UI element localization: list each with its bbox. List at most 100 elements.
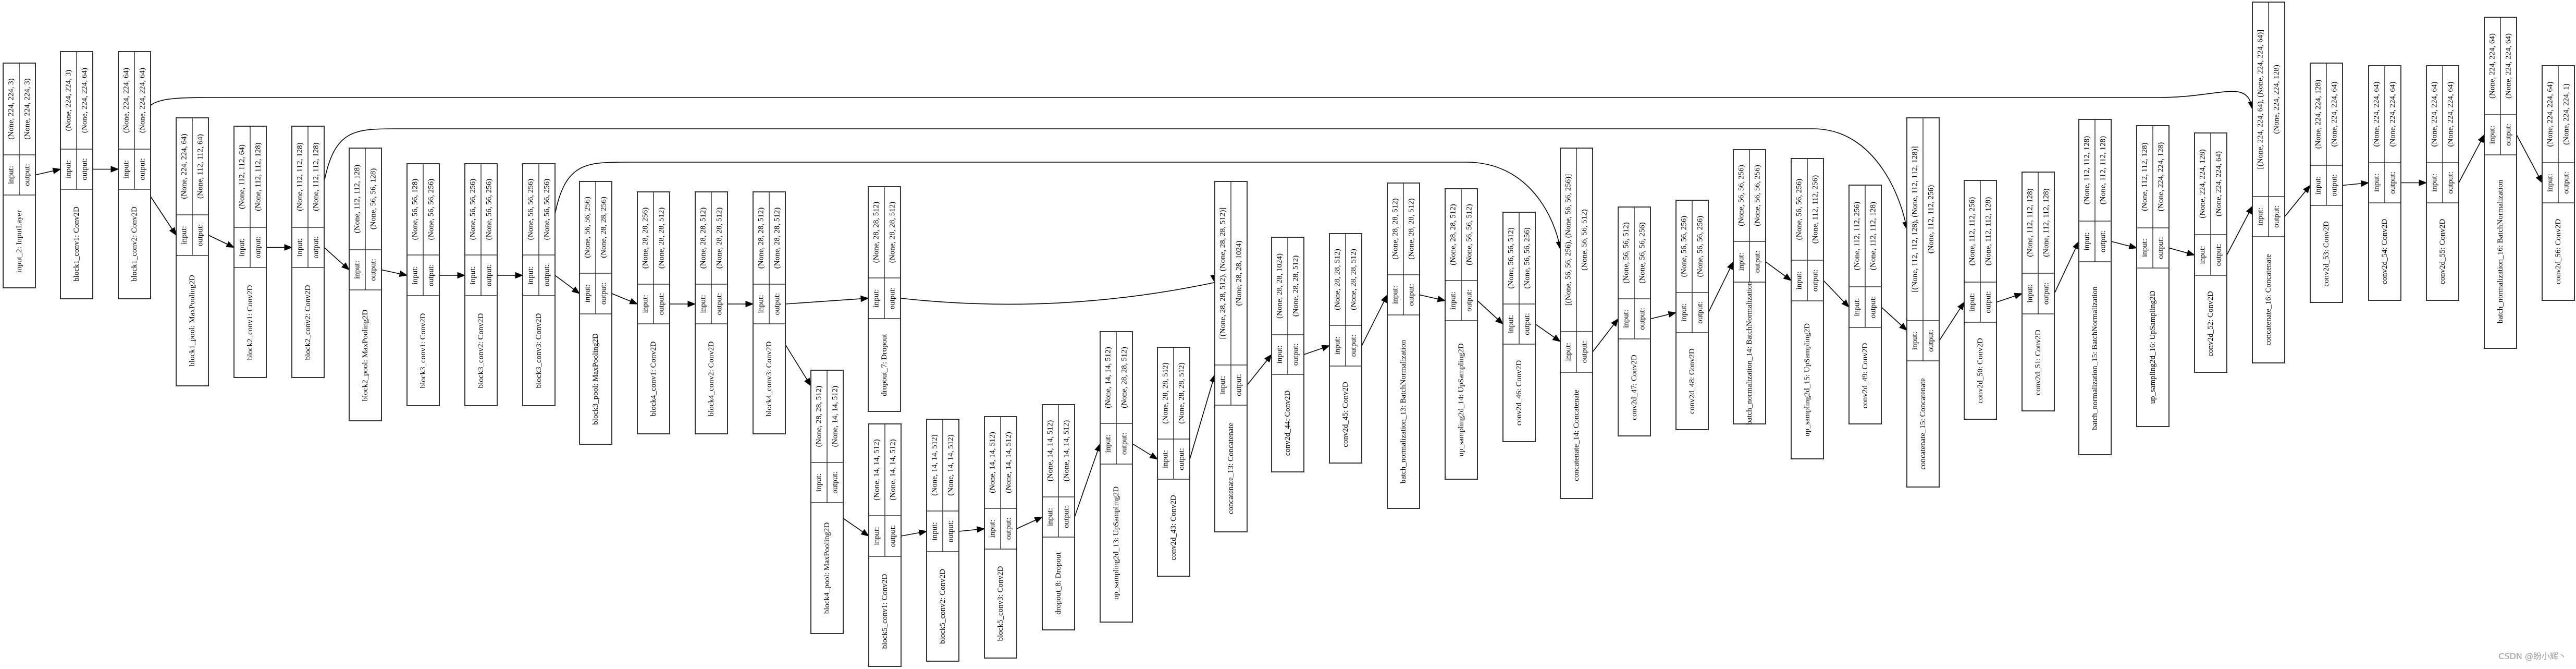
input-label: input: bbox=[2257, 208, 2265, 226]
input-shape: (None, 28, 28, 512) bbox=[757, 208, 766, 269]
layer-node[interactable]: (None, 14, 14, 512)(None, 28, 28, 512)in… bbox=[1100, 331, 1133, 623]
arrowhead bbox=[1899, 323, 1908, 331]
layer-node[interactable]: (None, 224, 224, 128)(None, 224, 224, 64… bbox=[2310, 63, 2343, 303]
input-label: input: bbox=[2199, 246, 2207, 264]
output-shape: (None, 56, 56, 256) bbox=[1754, 165, 1762, 226]
layer-node[interactable]: (None, 224, 224, 64)(None, 112, 112, 64)… bbox=[176, 117, 209, 386]
layer-node[interactable]: (None, 112, 112, 128)(None, 112, 112, 12… bbox=[2022, 172, 2055, 411]
input-shape: (None, 28, 28, 256) bbox=[642, 208, 650, 269]
layer-node[interactable]: (None, 28, 28, 512)(None, 56, 56, 512)in… bbox=[1445, 188, 1478, 480]
layer-node[interactable]: (None, 224, 224, 64)(None, 224, 224, 64)… bbox=[118, 51, 151, 299]
output-shape: (None, 28, 28, 512) bbox=[773, 208, 782, 269]
arrowhead bbox=[2128, 242, 2138, 249]
layer-node[interactable]: (None, 28, 28, 512)(None, 28, 28, 512)in… bbox=[695, 191, 728, 434]
input-label: input: bbox=[2083, 232, 2091, 250]
layer-node[interactable]: (None, 28, 28, 1024)(None, 28, 28, 512)i… bbox=[1271, 237, 1304, 472]
layer-node[interactable]: (None, 56, 56, 512)(None, 56, 56, 256)in… bbox=[1618, 206, 1651, 436]
layer-node[interactable]: (None, 56, 56, 512)(None, 56, 56, 256)in… bbox=[1502, 212, 1536, 442]
layer-node[interactable]: (None, 56, 56, 256)(None, 28, 28, 256)in… bbox=[579, 181, 612, 445]
layer-node[interactable]: (None, 224, 224, 64)(None, 224, 224, 64)… bbox=[2368, 65, 2401, 301]
layer-node[interactable]: (None, 28, 28, 512)(None, 28, 28, 512)in… bbox=[1157, 347, 1190, 577]
output-label: output: bbox=[543, 264, 551, 287]
layer-node[interactable]: (None, 224, 224, 3)(None, 224, 224, 3)in… bbox=[3, 63, 36, 288]
output-label: output: bbox=[312, 236, 321, 259]
layer-node[interactable]: (None, 112, 112, 64)(None, 112, 112, 128… bbox=[233, 126, 267, 378]
layer-node[interactable]: [(None, 224, 224, 64), (None, 224, 224, … bbox=[2252, 2, 2285, 363]
layer-node[interactable]: (None, 112, 112, 128)(None, 56, 56, 128)… bbox=[349, 148, 382, 421]
input-shape: (None, 112, 112, 128) bbox=[296, 142, 304, 211]
output-shape: (None, 28, 28, 512) bbox=[1120, 347, 1129, 408]
layer-node[interactable]: (None, 28, 28, 512)(None, 28, 28, 512)in… bbox=[753, 191, 786, 434]
arrowhead bbox=[2186, 250, 2196, 257]
arrowhead bbox=[1149, 452, 1158, 460]
output-label: output: bbox=[2562, 172, 2571, 194]
input-shape: [(None, 224, 224, 64), (None, 224, 224, … bbox=[2257, 30, 2265, 169]
layer-node[interactable]: (None, 28, 28, 512)(None, 28, 28, 512)in… bbox=[868, 186, 901, 412]
layer-name: conv2d_53: Conv2D bbox=[2322, 221, 2331, 287]
layer-name: block1_conv1: Conv2D bbox=[72, 206, 81, 282]
layer-node[interactable]: (None, 28, 28, 512)(None, 28, 28, 512)in… bbox=[1329, 233, 1362, 464]
layer-name: block3_conv2: Conv2D bbox=[477, 313, 485, 388]
output-label: output: bbox=[485, 264, 494, 287]
layer-node[interactable]: (None, 112, 112, 128)(None, 112, 112, 12… bbox=[291, 126, 325, 378]
output-label: output: bbox=[1063, 506, 1071, 528]
layer-node[interactable]: (None, 224, 224, 64)(None, 224, 224, 1)i… bbox=[2542, 65, 2575, 301]
output-label: output: bbox=[139, 158, 147, 180]
layer-node[interactable]: (None, 28, 28, 512)(None, 14, 14, 512)in… bbox=[810, 370, 844, 634]
input-shape: (None, 224, 224, 64) bbox=[2373, 82, 2381, 147]
layer-node[interactable]: (None, 56, 56, 128)(None, 56, 56, 256)in… bbox=[406, 163, 440, 406]
layer-node[interactable]: (None, 28, 28, 512)(None, 28, 28, 512)in… bbox=[1387, 183, 1420, 509]
input-shape: (None, 56, 56, 256) bbox=[527, 179, 535, 240]
layer-node[interactable]: (None, 14, 14, 512)(None, 14, 14, 512)in… bbox=[926, 419, 959, 662]
arrowhead bbox=[745, 300, 754, 308]
layer-node[interactable]: (None, 28, 28, 256)(None, 28, 28, 512)in… bbox=[637, 191, 670, 434]
layer-node[interactable]: (None, 112, 112, 128)(None, 224, 224, 12… bbox=[2136, 125, 2170, 427]
output-label: output: bbox=[773, 293, 782, 315]
layer-node[interactable]: (None, 56, 56, 256)(None, 56, 56, 256)in… bbox=[464, 163, 498, 406]
output-shape: (None, 112, 112, 128) bbox=[1985, 197, 1993, 265]
layer-node[interactable]: (None, 224, 224, 3)(None, 224, 224, 64)i… bbox=[60, 51, 93, 299]
input-shape: (None, 224, 224, 3) bbox=[65, 70, 73, 131]
arrowhead bbox=[2478, 134, 2485, 143]
input-shape: (None, 28, 28, 512) bbox=[1162, 362, 1170, 423]
input-shape: (None, 224, 224, 64) bbox=[2431, 82, 2439, 147]
output-shape: (None, 14, 14, 512) bbox=[889, 439, 897, 500]
layer-node[interactable]: [(None, 28, 28, 512), (None, 28, 28, 512… bbox=[1214, 181, 1248, 532]
layer-node[interactable]: (None, 56, 56, 256)(None, 56, 56, 256)in… bbox=[1675, 200, 1709, 430]
layer-name: conv2d_51: Conv2D bbox=[2034, 330, 2042, 395]
arrowhead bbox=[2303, 185, 2311, 193]
output-shape: (None, 56, 56, 512) bbox=[1581, 209, 1589, 270]
layer-node[interactable]: (None, 14, 14, 512)(None, 14, 14, 512)in… bbox=[868, 423, 902, 667]
input-label: input: bbox=[1853, 298, 1862, 316]
layer-node[interactable]: [(None, 112, 112, 128), (None, 112, 112,… bbox=[1906, 117, 1940, 488]
layer-node[interactable]: (None, 56, 56, 256)(None, 56, 56, 256)in… bbox=[522, 163, 556, 406]
layer-node[interactable]: [(None, 56, 56, 256), (None, 56, 56, 256… bbox=[1560, 148, 1593, 499]
output-shape: (None, 224, 224, 64) bbox=[2505, 33, 2513, 99]
output-label: output: bbox=[1005, 518, 1013, 540]
layer-node[interactable]: (None, 112, 112, 256)(None, 112, 112, 12… bbox=[1848, 185, 1882, 424]
layer-node[interactable]: (None, 224, 224, 64)(None, 224, 224, 64)… bbox=[2484, 17, 2517, 349]
layer-node[interactable]: (None, 14, 14, 512)(None, 14, 14, 512)in… bbox=[984, 416, 1017, 659]
layer-node[interactable]: (None, 56, 56, 256)(None, 112, 112, 256)… bbox=[1791, 158, 1824, 459]
arrowhead bbox=[1381, 294, 1388, 303]
layer-name: block3_conv1: Conv2D bbox=[419, 313, 427, 388]
output-shape: (None, 28, 28, 1024) bbox=[1235, 241, 1243, 306]
input-shape: (None, 112, 112, 256) bbox=[1853, 202, 1862, 270]
layer-name: block2_pool: MaxPooling2D bbox=[361, 310, 369, 402]
input-label: input: bbox=[353, 261, 362, 279]
input-label: input: bbox=[2314, 176, 2323, 194]
output-shape: (None, 224, 224, 64) bbox=[81, 68, 89, 133]
layer-name: dropout_8: Dropout bbox=[1054, 552, 1063, 614]
output-shape: (None, 224, 224, 64) bbox=[139, 68, 147, 133]
layer-node[interactable]: (None, 14, 14, 512)(None, 14, 14, 512)in… bbox=[1042, 404, 1075, 630]
output-label: output: bbox=[1408, 284, 1416, 306]
layer-node[interactable]: (None, 56, 56, 256)(None, 56, 56, 256)in… bbox=[1733, 149, 1766, 425]
layer-node[interactable]: (None, 224, 224, 128)(None, 224, 224, 64… bbox=[2194, 132, 2227, 373]
layer-name: block5_conv3: Conv2D bbox=[996, 566, 1005, 641]
layer-node[interactable]: (None, 224, 224, 64)(None, 224, 224, 64)… bbox=[2426, 65, 2459, 301]
layer-node[interactable]: (None, 112, 112, 128)(None, 112, 112, 12… bbox=[2078, 119, 2112, 455]
layer-node[interactable]: (None, 112, 112, 256)(None, 112, 112, 12… bbox=[1964, 180, 1997, 420]
arrowhead bbox=[2535, 174, 2543, 184]
output-label: output: bbox=[2273, 205, 2281, 228]
input-shape: (None, 14, 14, 512) bbox=[989, 432, 997, 493]
